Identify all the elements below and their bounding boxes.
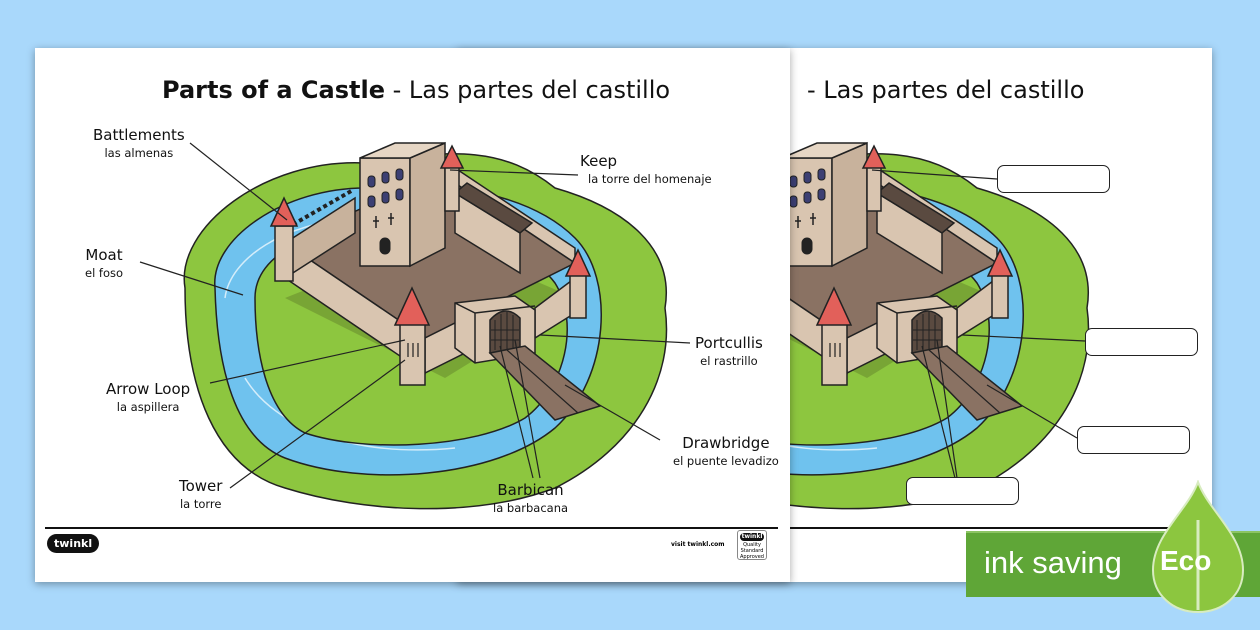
castle-illustration <box>139 141 691 511</box>
page-title: Parts of a Castle - Las partes del casti… <box>162 76 671 104</box>
label-box[interactable] <box>997 165 1110 193</box>
footer-divider <box>467 527 1200 529</box>
eco-label: Eco <box>1160 545 1212 576</box>
leader-lines <box>871 169 1086 479</box>
ink-saving-text: ink saving <box>984 545 1122 580</box>
label-box[interactable] <box>1085 328 1198 356</box>
visit-link[interactable]: visit twinkl.com <box>671 541 725 548</box>
label-box[interactable] <box>1077 426 1190 454</box>
leader-lines <box>139 142 691 489</box>
page-title-partial: - Las partes del castillo <box>807 76 1085 104</box>
eco-leaf-drop-icon <box>1151 480 1245 614</box>
castle-illustration <box>604 141 1091 511</box>
worksheet-page-labelled: Parts of a Castle - Las partes del casti… <box>35 48 790 582</box>
twinkl-logo: twinkl <box>47 534 100 553</box>
label-box[interactable] <box>906 477 1019 505</box>
footer-divider <box>45 527 778 529</box>
